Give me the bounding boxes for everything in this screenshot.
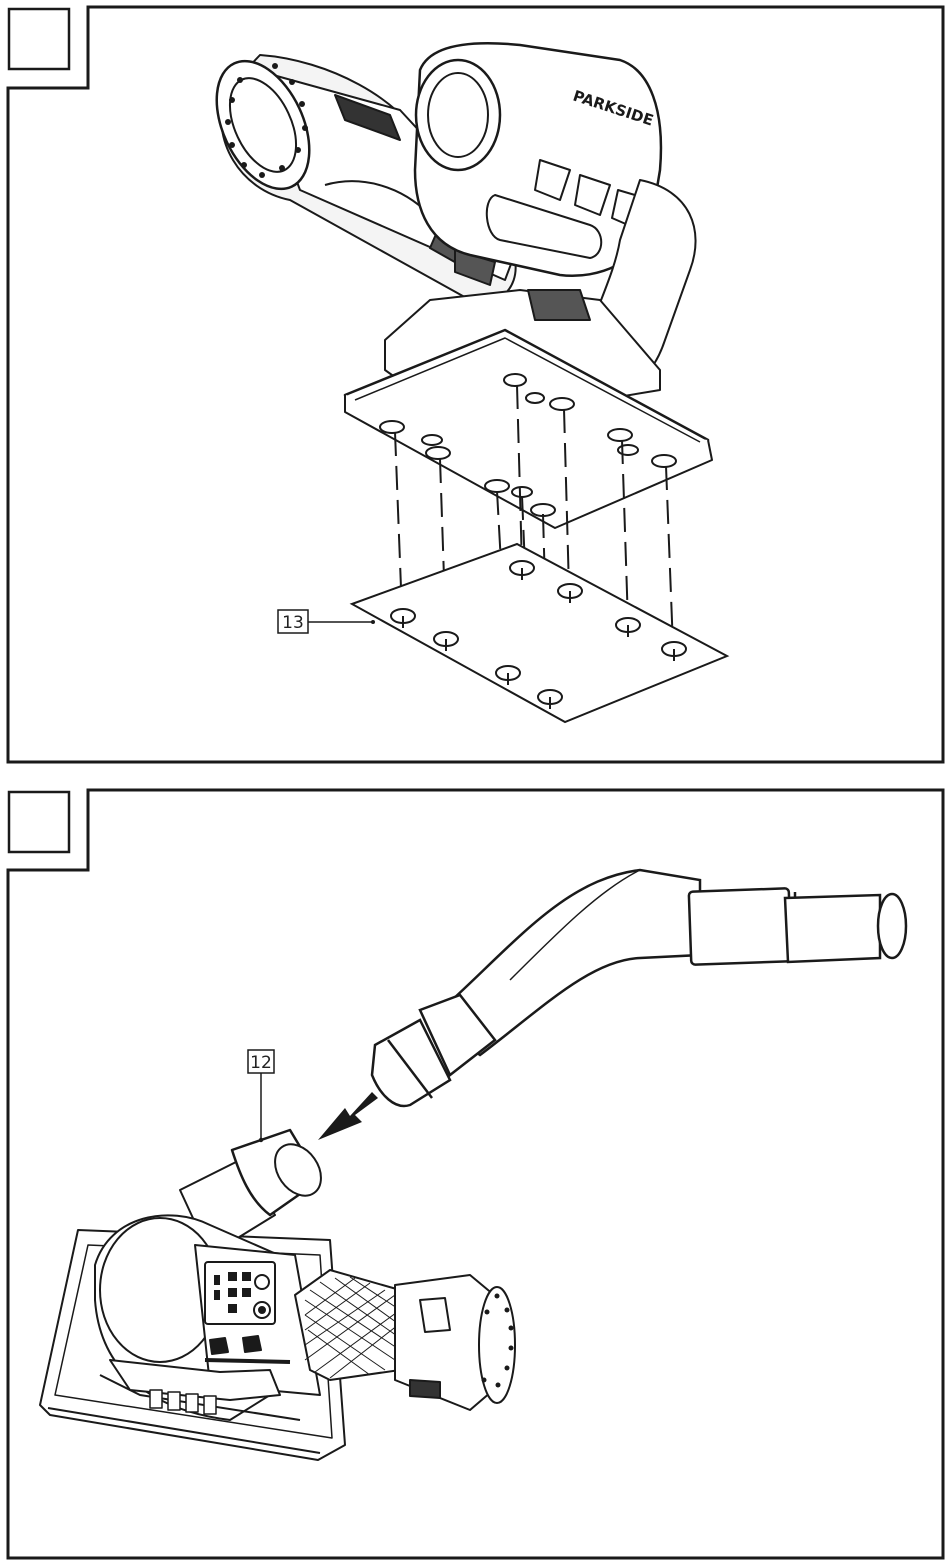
sander-illustration-2 [40, 1130, 515, 1460]
sander-illustration-1: PARKSIDE [198, 43, 712, 528]
callout-12: 12 [248, 1050, 274, 1142]
callout-12-label: 12 [250, 1053, 272, 1073]
callout-13: 13 [278, 610, 375, 633]
callout-13-label: 13 [282, 613, 304, 633]
insertion-arrow [318, 1092, 378, 1140]
vacuum-hose [372, 870, 906, 1106]
